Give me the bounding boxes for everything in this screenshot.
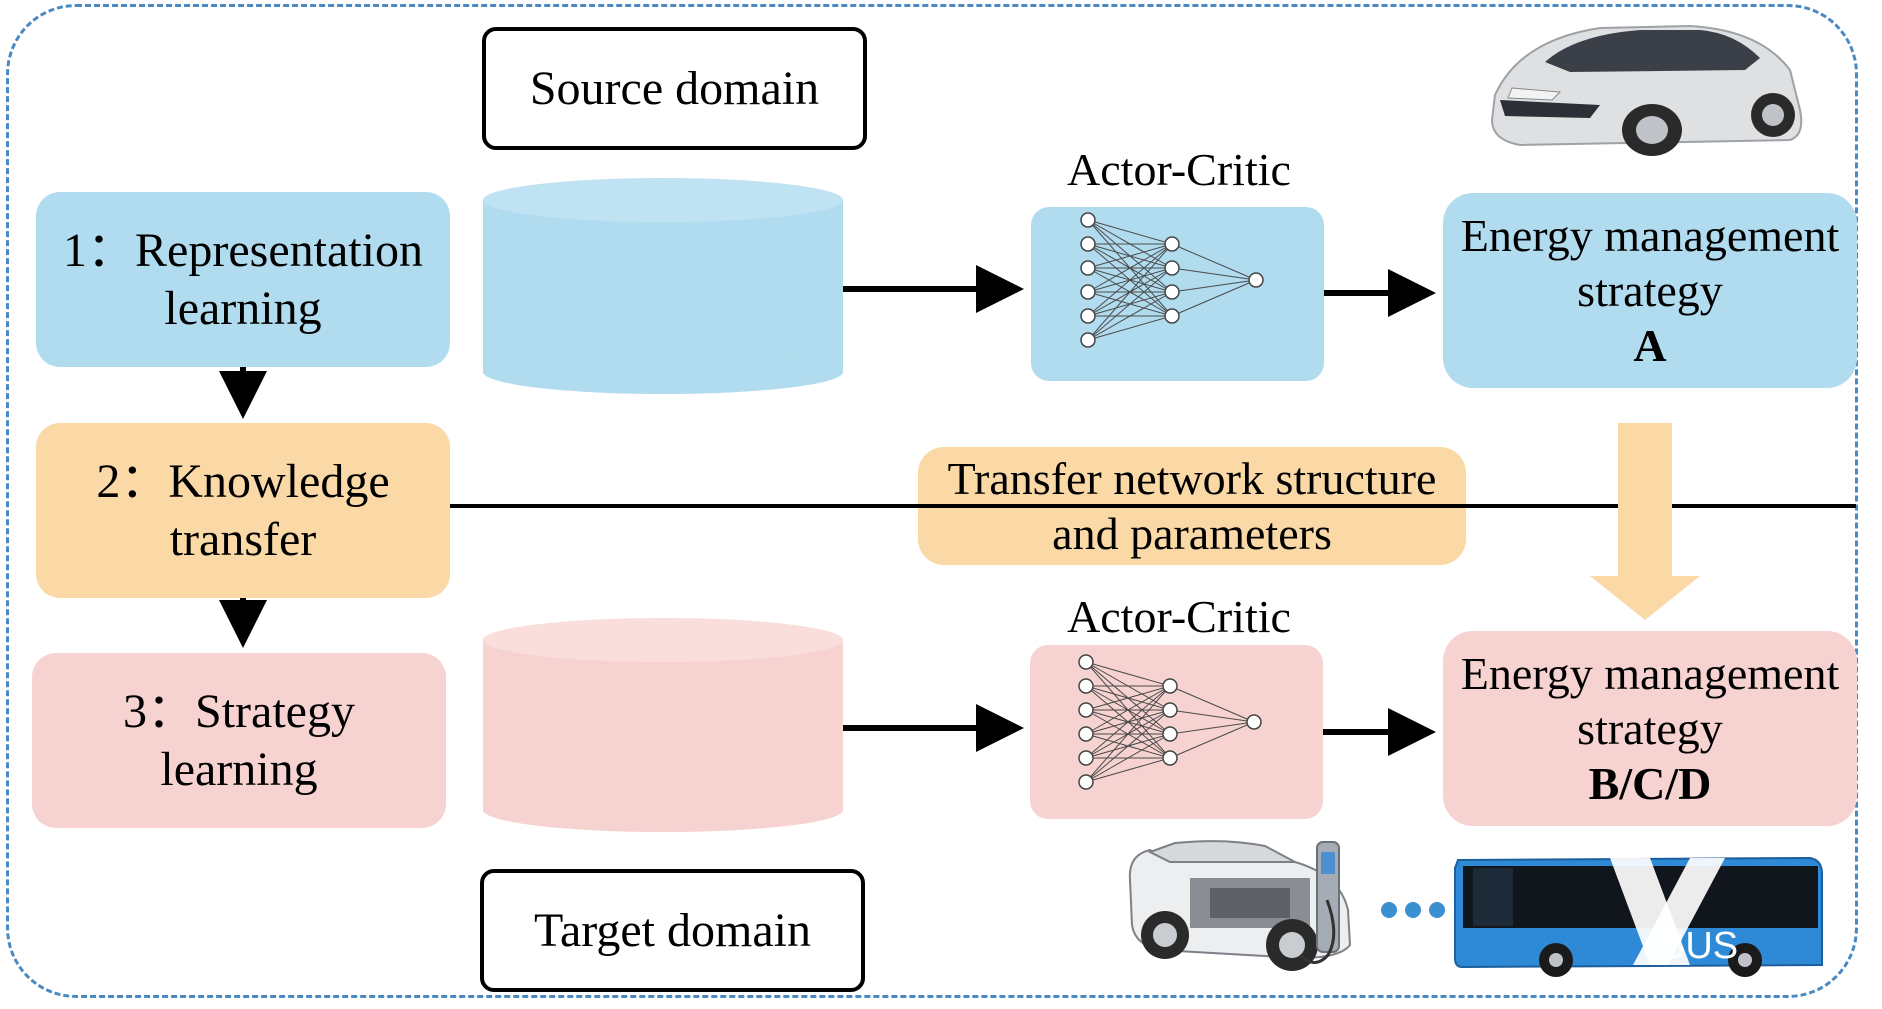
nn-edge xyxy=(1085,685,1171,711)
neural-network-top-icon xyxy=(1080,212,1264,348)
nn-edge xyxy=(1087,267,1173,341)
nn-node xyxy=(1080,308,1096,324)
nn-edge xyxy=(1169,721,1255,759)
nn-edge xyxy=(1171,243,1257,281)
stage-1-representation-learning: 1：Representation learning xyxy=(36,192,450,367)
nn-node xyxy=(1246,714,1262,730)
blue-bus-image xyxy=(1454,856,1823,977)
nn-node xyxy=(1162,726,1178,742)
nn-node xyxy=(1078,726,1094,742)
nn-edge xyxy=(1085,685,1171,735)
stage-3-line2: learning xyxy=(160,742,318,796)
actor-critic-bottom-label: Actor-Critic xyxy=(1067,591,1291,642)
nn-node xyxy=(1162,702,1178,718)
nn-edge xyxy=(1171,279,1257,293)
nn-node xyxy=(1164,284,1180,300)
neural-network-bottom-icon xyxy=(1078,654,1262,790)
nn-node xyxy=(1164,260,1180,276)
nn-node xyxy=(1248,272,1264,288)
energy-management-strategy-a: Energy management strategy A xyxy=(1443,193,1857,388)
energy-management-strategy-bcd: Energy management strategy B/C/D xyxy=(1443,631,1857,826)
nn-node xyxy=(1162,750,1178,766)
transfer-line1: Transfer network structure xyxy=(947,452,1437,504)
nn-edge xyxy=(1171,267,1257,281)
nn-edge xyxy=(1085,709,1171,783)
nn-edge xyxy=(1087,315,1173,341)
strategy-bcd-line2: strategy B/C/D xyxy=(1577,702,1723,810)
nn-edge xyxy=(1087,243,1173,269)
ellipsis-dots xyxy=(1381,902,1445,918)
nn-edge xyxy=(1169,709,1255,723)
nn-edge xyxy=(1087,243,1173,341)
source-data-cylinder xyxy=(483,178,843,394)
stage-3-strategy-learning: 3：Strategy learning xyxy=(32,653,446,828)
nn-edge xyxy=(1087,219,1173,245)
nn-node xyxy=(1080,284,1096,300)
nn-node xyxy=(1080,260,1096,276)
nn-node xyxy=(1078,702,1094,718)
nn-node xyxy=(1164,308,1180,324)
stage-2-knowledge-transfer: 2：Knowledge transfer xyxy=(36,423,450,598)
target-data-cylinder xyxy=(483,618,843,832)
strategy-a-line2: strategy A xyxy=(1577,264,1723,372)
stage-2-line1: 2：Knowledge xyxy=(96,454,390,508)
nn-edge xyxy=(1169,685,1255,723)
nn-node xyxy=(1078,678,1094,694)
strategy-a-line1: Energy management xyxy=(1460,209,1840,261)
transfer-down-arrow xyxy=(1590,423,1700,620)
nn-node xyxy=(1080,236,1096,252)
nn-edge xyxy=(1085,661,1171,687)
electric-suv-with-charger-image xyxy=(1128,840,1352,971)
stage-3-line1: 3：Strategy xyxy=(123,684,355,738)
dashed-frame xyxy=(6,4,1858,998)
bus-label: BUS xyxy=(1660,925,1738,967)
nn-node xyxy=(1080,212,1096,228)
nn-edge xyxy=(1085,757,1171,783)
transfer-line2: and parameters xyxy=(1052,508,1332,559)
nn-edge xyxy=(1087,243,1173,293)
actor-critic-top-label: Actor-Critic xyxy=(1067,144,1291,195)
stage-1-line2: learning xyxy=(164,281,322,335)
nn-node xyxy=(1164,236,1180,252)
nn-edge xyxy=(1085,685,1171,759)
nn-node xyxy=(1162,678,1178,694)
nn-edge xyxy=(1085,733,1171,783)
nn-edge xyxy=(1087,243,1173,317)
source-domain-label: Source domain xyxy=(482,27,867,150)
nn-edge xyxy=(1171,279,1257,317)
strategy-bcd-line1: Energy management xyxy=(1460,647,1840,699)
nn-node xyxy=(1078,750,1094,766)
nn-node xyxy=(1080,332,1096,348)
nn-node xyxy=(1078,654,1094,670)
nn-edge xyxy=(1169,721,1255,735)
nn-node xyxy=(1078,774,1094,790)
prius-car-image xyxy=(1490,24,1803,156)
stage-1-line1: 1：Representation xyxy=(63,223,423,277)
stage-2-line2: transfer xyxy=(169,512,317,566)
nn-edge xyxy=(1087,291,1173,341)
target-domain-label: Target domain xyxy=(480,869,865,992)
nn-edge xyxy=(1085,685,1171,783)
